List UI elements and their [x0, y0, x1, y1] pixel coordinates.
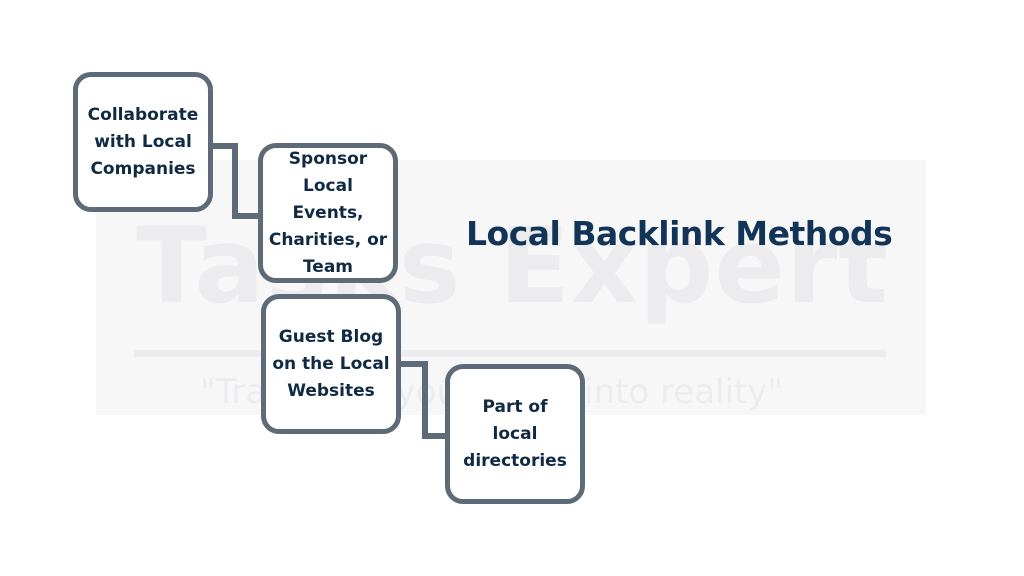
watermark-divider	[134, 350, 886, 357]
connector-3-4	[398, 361, 450, 439]
diagram-title: Local Backlink Methods	[466, 214, 893, 253]
connector-1-2	[209, 143, 262, 219]
